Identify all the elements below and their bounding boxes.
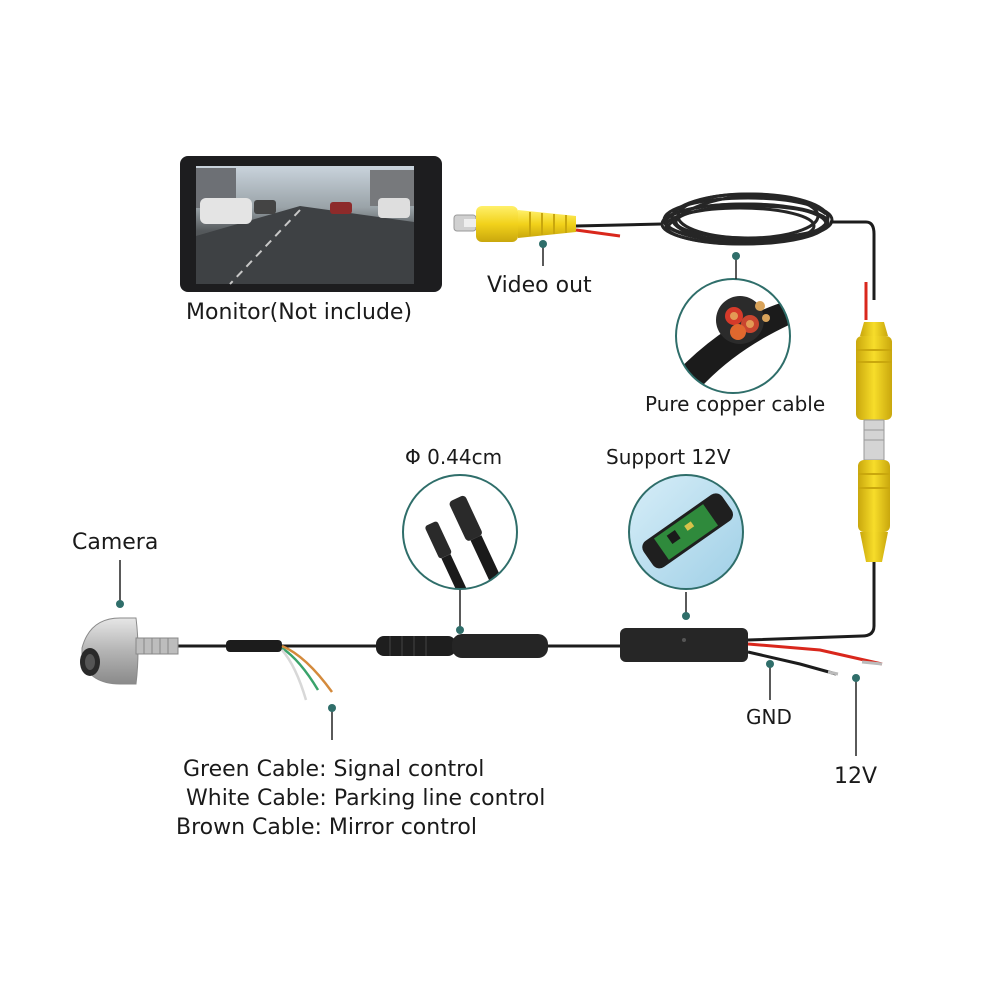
video-out-label: Video out: [487, 273, 592, 298]
callout-support-12v: [628, 474, 744, 590]
legend-brown-cable: Brown Cable: Mirror control: [176, 815, 477, 840]
marker-dot: [766, 660, 774, 668]
pure-copper-label: Pure copper cable: [645, 392, 826, 416]
marker-dot: [539, 240, 547, 248]
gnd-label: GND: [746, 705, 792, 729]
camera: [80, 617, 179, 685]
monitor-label: Monitor(Not include): [186, 300, 413, 325]
power-control-box: [620, 628, 748, 662]
legend-green-cable: Green Cable: Signal control: [183, 757, 485, 782]
monitor: [180, 156, 442, 292]
legend-white-cable: White Cable: Parking line control: [186, 786, 546, 811]
camera-label: Camera: [72, 530, 159, 555]
diameter-label: Φ 0.44cm: [405, 445, 503, 469]
support-12v-label: Support 12V: [606, 445, 731, 469]
waterproof-connector: [376, 634, 548, 658]
marker-dot: [116, 600, 124, 608]
control-wires: [281, 644, 334, 701]
marker-dot: [852, 674, 860, 682]
marker-dot: [328, 704, 336, 712]
marker-dot: [732, 252, 740, 260]
callout-pure-copper: [675, 278, 791, 394]
marker-dot: [682, 612, 690, 620]
rca-vertical-coupler: [856, 322, 892, 562]
12v-label: 12V: [834, 764, 878, 789]
marker-dot: [456, 626, 464, 634]
rca-video-out-connector: [453, 206, 663, 242]
coiled-cable: [660, 192, 834, 246]
